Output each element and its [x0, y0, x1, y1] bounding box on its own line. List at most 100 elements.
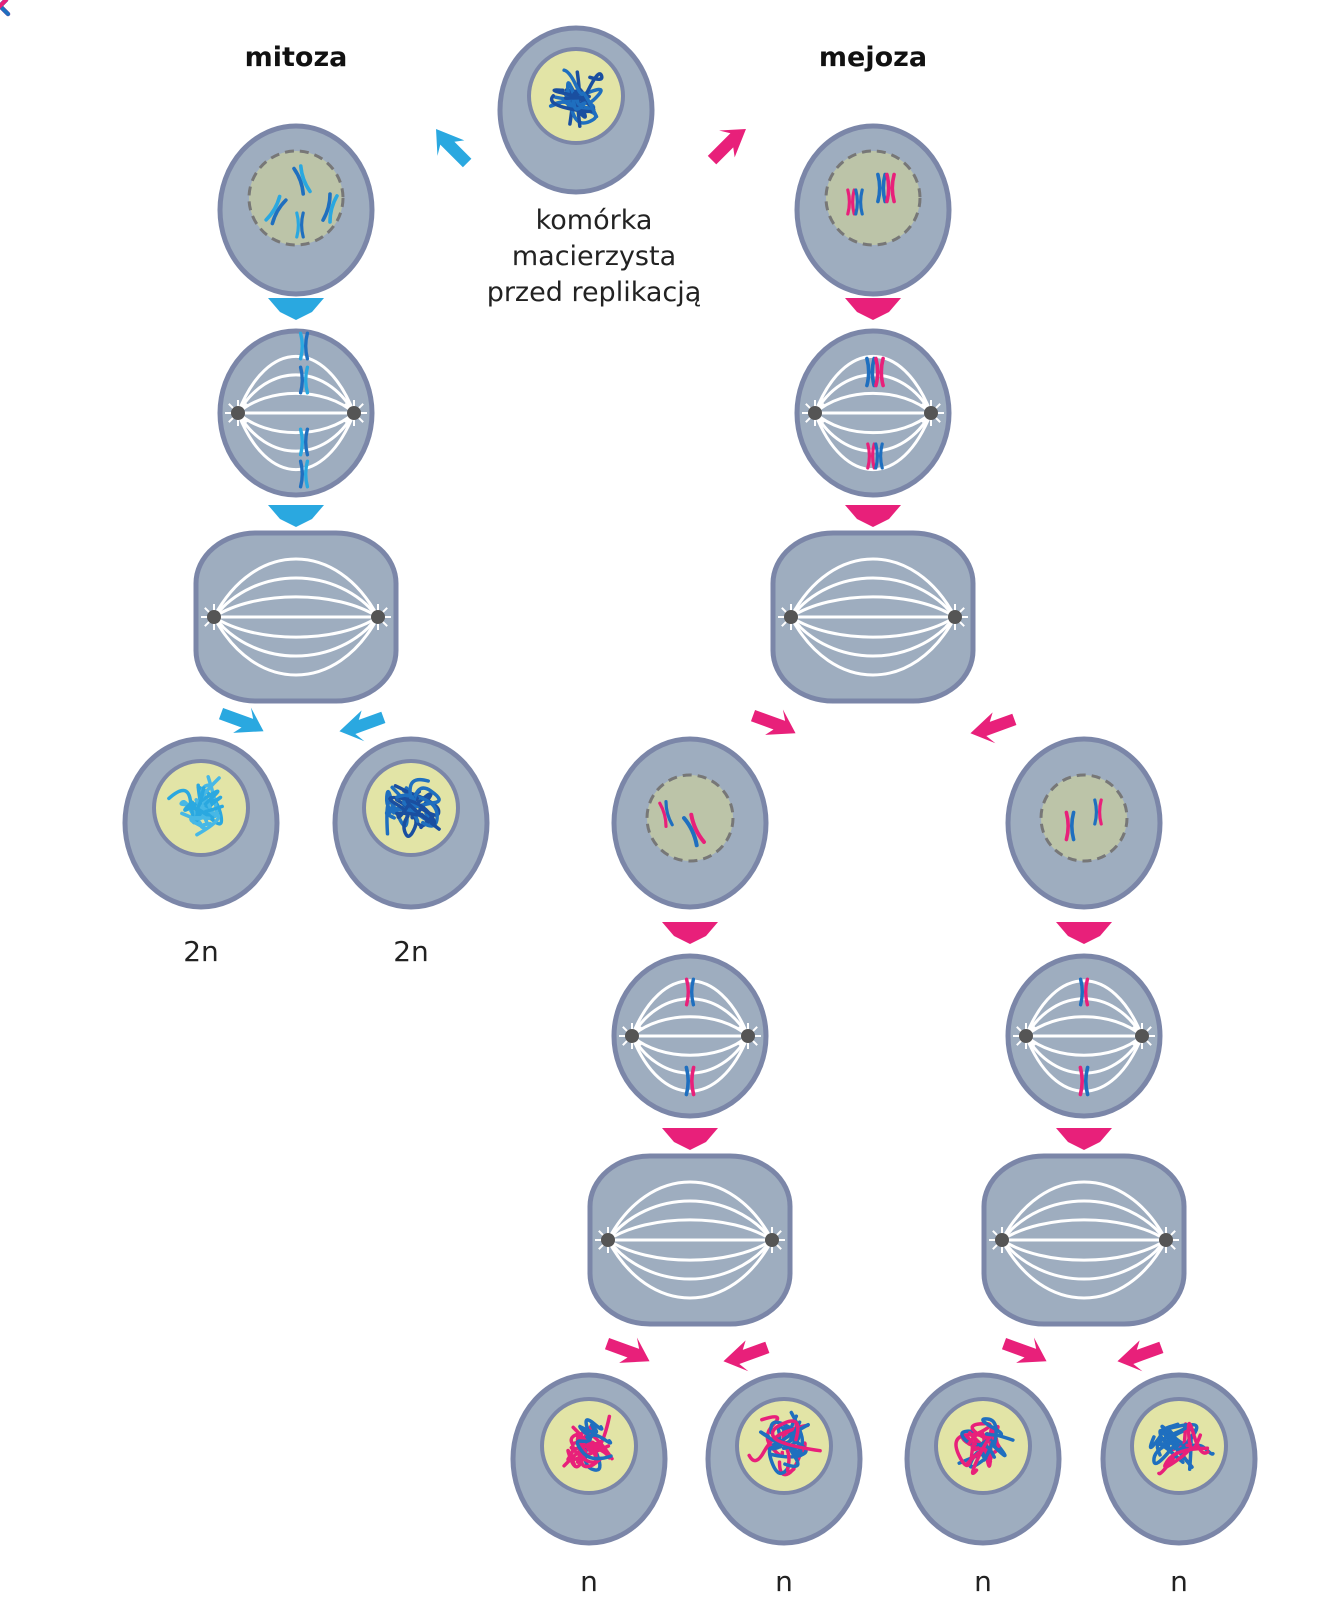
chromosome-2	[292, 164, 312, 196]
meiosis-anaphase-I-cell	[0, 0, 976, 704]
chromatin	[954, 1417, 1015, 1476]
meiosis-metaphase-I-cell	[794, 328, 952, 498]
mother-cell-caption: komórka macierzysta przed replikacją	[487, 203, 702, 311]
chromatid-pair	[885, 172, 896, 204]
nucleus	[1039, 773, 1129, 863]
meiosis-daughter-cell-1	[510, 1372, 668, 1546]
meiosis-start-arrow	[707, 129, 746, 165]
centrosome	[341, 400, 367, 426]
mitosis-header: mitoza	[244, 42, 348, 73]
mitosis-anaphase-cell	[0, 0, 399, 704]
chromatin	[548, 68, 604, 128]
ploidy-label-meiosis-2: n	[775, 1565, 793, 1598]
tetrad	[846, 188, 864, 216]
caption-line-1: komórka	[535, 205, 653, 236]
chromatin	[562, 1414, 614, 1472]
centrosome	[759, 1227, 785, 1253]
ploidy-label-meiosis-3: n	[974, 1565, 992, 1598]
ploidy-label-meiosis-1: n	[580, 1565, 598, 1598]
meiosis-II-anaphase-cell-right	[0, 0, 1187, 1327]
meiosis-II-arrow-1-right	[1056, 922, 1112, 944]
centrosome	[595, 1227, 621, 1253]
chromosome-1	[264, 194, 288, 226]
meiosis-II-prophase-cell-left	[611, 736, 769, 910]
meiosis-II-split-arrow-4	[1117, 1340, 1164, 1372]
nucleus	[824, 149, 922, 247]
mitosis-daughter-cell-left	[122, 736, 280, 910]
centrosome	[735, 1023, 761, 1049]
chromatin	[384, 777, 441, 838]
centrosome	[942, 604, 968, 630]
caption-line-3: przed replikacją	[486, 277, 702, 308]
spindle	[595, 1180, 785, 1300]
mitosis-metaphase-cell	[217, 328, 375, 498]
chromosome	[684, 1065, 696, 1097]
centrosome	[778, 604, 804, 630]
meiosis-II-arrow-1-left	[662, 922, 718, 944]
meiosis-II-arrow-2-right	[1056, 1128, 1112, 1150]
caption-line-2: macierzysta	[511, 241, 677, 272]
chromosome-3	[295, 211, 305, 239]
mitosis-arrow-1	[268, 298, 324, 320]
sep	[0, 0, 8, 9]
mitosis-daughter-cell-right	[332, 736, 490, 910]
meiosis-II-split-arrow-2	[723, 1340, 770, 1372]
ploidy-label-mitosis-left: 2n	[183, 935, 219, 968]
mitosis-arrow-2	[268, 505, 324, 527]
tetrad	[866, 442, 884, 470]
centrosome	[918, 400, 944, 426]
chromatid-pair	[865, 356, 876, 388]
centrosome	[225, 400, 251, 426]
meiosis-prophase-cell	[794, 123, 952, 297]
centrosome	[201, 604, 227, 630]
centrosome	[802, 400, 828, 426]
ploidy-label-mitosis-right: 2n	[393, 935, 429, 968]
tetrad	[865, 356, 885, 388]
chromatin	[167, 775, 224, 837]
meiosis-daughter-cell-2	[705, 1372, 863, 1546]
tetrad	[876, 172, 896, 204]
centrosome	[619, 1023, 645, 1049]
meiosis-II-metaphase-cell-right	[1005, 953, 1163, 1119]
centrosome	[989, 1227, 1015, 1253]
meiosis-II-metaphase-cell-left	[611, 953, 769, 1119]
meiosis-arrow-2	[845, 505, 901, 527]
centrosome	[1153, 1227, 1179, 1253]
meiosis-header: mejoza	[818, 42, 928, 73]
mitosis-split-arrow-right	[339, 710, 386, 742]
spindle	[225, 355, 367, 471]
chromatin	[747, 1410, 822, 1477]
spindle	[989, 1180, 1179, 1300]
metaphase-chromosome	[298, 331, 310, 361]
chromosome	[1093, 798, 1103, 826]
chromatid-pair	[874, 442, 884, 470]
chromatid-pair	[876, 172, 887, 204]
spindle	[778, 557, 968, 677]
meiosis-II-split-arrow-3	[1001, 1337, 1047, 1363]
chromatin	[1148, 1421, 1215, 1476]
meiosis-daughter-cell-4	[1100, 1372, 1258, 1546]
chromosome	[658, 799, 674, 829]
chromatid-pair	[874, 356, 885, 388]
meiosis-split-arrow-left	[750, 709, 796, 735]
centrosome	[1013, 1023, 1039, 1049]
chromosome-4	[321, 192, 339, 224]
chromatid-pair	[846, 188, 856, 216]
chromatid-pair	[866, 442, 876, 470]
metaphase-chromosome	[298, 427, 310, 457]
meiosis-split-arrow-right	[970, 712, 1017, 744]
spindle	[1013, 979, 1155, 1093]
chromosome	[684, 977, 696, 1007]
spindle	[619, 979, 761, 1093]
chromosome	[682, 812, 706, 848]
mother-cell	[497, 25, 655, 195]
meiosis-II-anaphase-cell-left	[0, 0, 793, 1327]
chromosome	[1078, 977, 1090, 1007]
mitosis-prophase-cell	[217, 123, 375, 297]
chromatid-pair	[854, 188, 864, 216]
spindle	[201, 557, 391, 677]
metaphase-chromosome	[298, 459, 310, 489]
meiosis-daughter-cell-3	[904, 1372, 1062, 1546]
metaphase-chromosome	[298, 365, 310, 395]
